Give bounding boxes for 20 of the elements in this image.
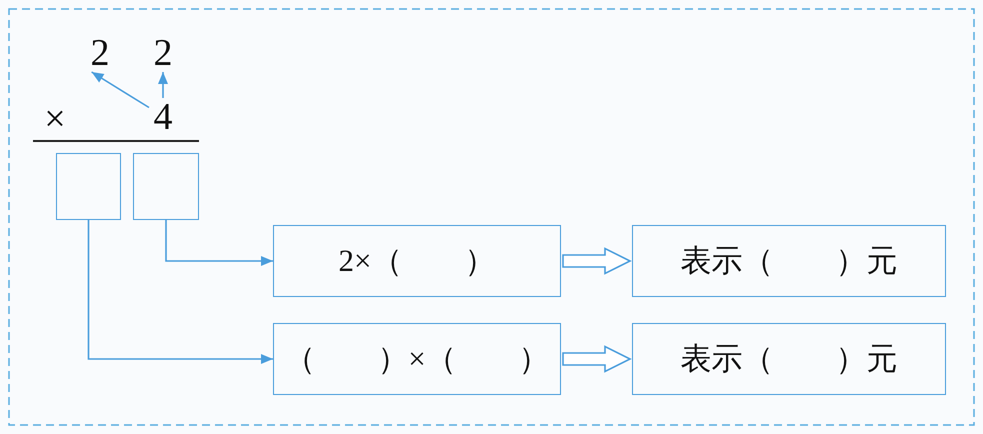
- digit: 2: [86, 34, 114, 72]
- answer-box: [56, 153, 121, 220]
- result-text: 表示（ ）元: [680, 242, 898, 280]
- digit: 2: [149, 34, 177, 72]
- result-box: [632, 225, 946, 297]
- expression-text: 2×（ ）: [338, 242, 496, 280]
- expression-box: [273, 323, 561, 395]
- arrow: [91, 71, 150, 108]
- hollow-arrow: [562, 247, 632, 275]
- arrow: [158, 72, 168, 98]
- arrow: [88, 220, 273, 364]
- arrow: [165, 220, 273, 266]
- multiply-sign: ×: [43, 100, 67, 138]
- result-box: [632, 323, 946, 395]
- answer-box: [133, 153, 199, 220]
- hollow-arrow: [562, 345, 632, 373]
- expression-text: （ ）×（ ）: [284, 340, 550, 378]
- digit: 4: [149, 98, 177, 136]
- expression-box: [273, 225, 561, 297]
- result-text: 表示（ ）元: [680, 340, 898, 378]
